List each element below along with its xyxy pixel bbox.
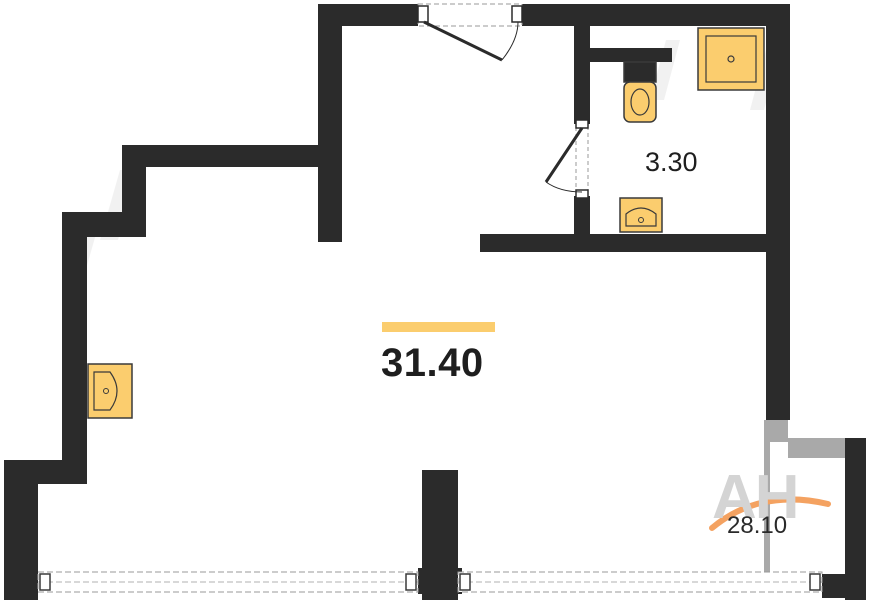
toilet	[623, 61, 657, 123]
walls	[4, 4, 866, 600]
bathroom-sink	[619, 197, 663, 233]
bottom-windows	[37, 571, 823, 593]
shower-tray	[697, 27, 765, 91]
bathroom-area-label: 3.30	[645, 147, 698, 177]
kitchen-sink	[87, 363, 133, 419]
watermark-logo: АН	[712, 463, 800, 532]
area-accent-bar	[382, 322, 495, 332]
bathroom-door	[544, 119, 589, 199]
entrance-door	[417, 3, 523, 62]
main-room-area-label: 31.40	[381, 341, 484, 385]
balcony-area-label: 28.10	[727, 512, 788, 539]
logo-swoosh	[709, 496, 831, 531]
